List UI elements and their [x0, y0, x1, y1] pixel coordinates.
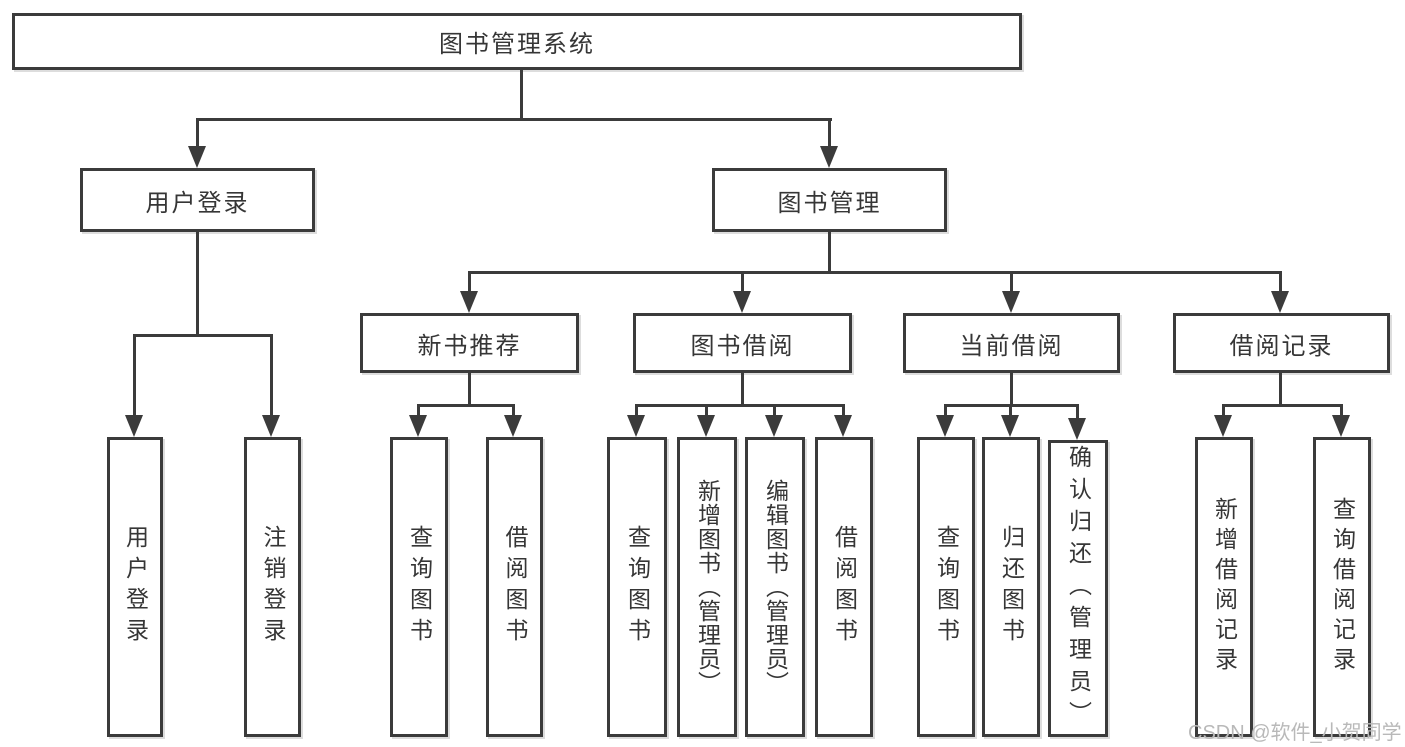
node-label: 查询图书: [624, 525, 651, 649]
connector-to-records: [1279, 271, 1282, 293]
connector-leaf: [842, 404, 845, 417]
arrowhead-icon: [262, 415, 280, 437]
node-label: 借阅图书: [831, 525, 858, 649]
leaf-return-books: 归还图书: [982, 437, 1040, 737]
node-library-management-system: 图书管理系统: [12, 13, 1022, 70]
connector-book-split: [468, 271, 1282, 274]
leaf-confirm-return-admin: 确认归还（管理员）: [1048, 440, 1108, 737]
node-label: 新增图书（管理员）: [694, 479, 721, 695]
connector-newbook-split: [417, 404, 515, 407]
arrowhead-icon: [409, 415, 427, 437]
connector-leaf: [1340, 404, 1343, 417]
node-book-borrow: 图书借阅: [633, 313, 852, 373]
connector-newbook-stem: [468, 373, 471, 407]
node-label: 查询图书: [933, 525, 960, 649]
connector-bookborrow-stem: [741, 373, 744, 407]
leaf-query-books: 查询图书: [917, 437, 975, 737]
node-label: 用户登录: [145, 189, 250, 217]
arrowhead-icon: [627, 415, 645, 437]
node-label: 确认归还（管理员）: [1065, 444, 1092, 733]
leaf-logout: 注销登录: [244, 437, 301, 737]
leaf-borrow-books: 借阅图书: [815, 437, 873, 737]
connector-root-stem: [520, 70, 523, 120]
node-label: 用户登录: [122, 525, 149, 649]
node-label: 图书借阅: [690, 332, 795, 360]
arrowhead-icon: [1214, 415, 1232, 437]
leaf-query-books: 查询图书: [390, 437, 448, 737]
connector-leaf: [635, 404, 638, 417]
connector-leaf: [705, 404, 708, 417]
arrowhead-icon: [460, 291, 478, 313]
connector-currentborrow-stem: [1010, 373, 1013, 407]
connector-leaf: [512, 404, 515, 417]
node-label: 归还图书: [998, 525, 1025, 649]
connector-to-user-login: [196, 118, 199, 148]
arrowhead-icon: [1068, 418, 1086, 440]
connector-leaf: [1222, 404, 1225, 417]
connector-user-split: [134, 334, 273, 337]
connector-user-stem: [196, 232, 199, 337]
arrowhead-icon: [765, 415, 783, 437]
node-label: 查询借阅记录: [1329, 497, 1356, 677]
leaf-query-borrow-record: 查询借阅记录: [1313, 437, 1371, 737]
connector-to-bookborrow: [741, 271, 744, 293]
node-label: 新增借阅记录: [1211, 497, 1238, 677]
connector-bookborrow-split: [636, 404, 844, 407]
csdn-watermark: CSDN @软件_小贺同学: [1188, 722, 1402, 744]
arrowhead-icon: [1001, 415, 1019, 437]
node-new-book-recommend: 新书推荐: [360, 313, 579, 373]
node-label: 图书管理: [777, 189, 882, 217]
arrowhead-icon: [1002, 291, 1020, 313]
connector-records-stem: [1279, 373, 1282, 407]
arrowhead-icon: [1332, 415, 1350, 437]
node-label: 借阅记录: [1229, 332, 1334, 360]
arrowhead-icon: [936, 415, 954, 437]
node-label: 新书推荐: [417, 332, 522, 360]
node-label: 编辑图书（管理员）: [762, 479, 789, 695]
node-borrow-records: 借阅记录: [1173, 313, 1390, 373]
leaf-add-borrow-record: 新增借阅记录: [1195, 437, 1253, 737]
leaf-add-books-admin: 新增图书（管理员）: [677, 437, 737, 737]
arrowhead-icon: [1271, 291, 1289, 313]
connector-leaf: [1076, 404, 1079, 420]
connector-leaf: [773, 404, 776, 417]
arrowhead-icon: [125, 415, 143, 437]
leaf-borrow-books: 借阅图书: [486, 437, 543, 737]
connector-to-logout-leaf: [270, 334, 273, 416]
arrowhead-icon: [834, 415, 852, 437]
node-user-login: 用户登录: [80, 168, 315, 232]
node-label: 当前借阅: [959, 332, 1064, 360]
connector-leaf: [1009, 404, 1012, 417]
arrowhead-icon: [504, 415, 522, 437]
connector-to-newbook: [468, 271, 471, 293]
connector-leaf: [944, 404, 947, 417]
arrowhead-icon: [188, 146, 206, 168]
arrowhead-icon: [697, 415, 715, 437]
connector-root-split: [196, 118, 832, 121]
leaf-edit-books-admin: 编辑图书（管理员）: [745, 437, 805, 737]
leaf-query-books: 查询图书: [607, 437, 667, 737]
node-current-borrow: 当前借阅: [903, 313, 1120, 373]
node-label: 查询图书: [406, 525, 433, 649]
arrowhead-icon: [733, 291, 751, 313]
connector-records-split: [1222, 404, 1342, 407]
leaf-user-login: 用户登录: [107, 437, 163, 737]
node-book-management: 图书管理: [712, 168, 947, 232]
node-label: 图书管理系统: [439, 31, 595, 58]
node-label: 借阅图书: [502, 525, 528, 649]
connector-to-login-leaf: [133, 334, 136, 416]
connector-to-book-mgmt: [828, 118, 831, 148]
arrowhead-icon: [820, 146, 838, 168]
connector-leaf: [417, 404, 420, 417]
connector-book-stem: [828, 232, 831, 273]
node-label: 注销登录: [260, 525, 286, 649]
connector-to-currentborrow: [1010, 271, 1013, 293]
